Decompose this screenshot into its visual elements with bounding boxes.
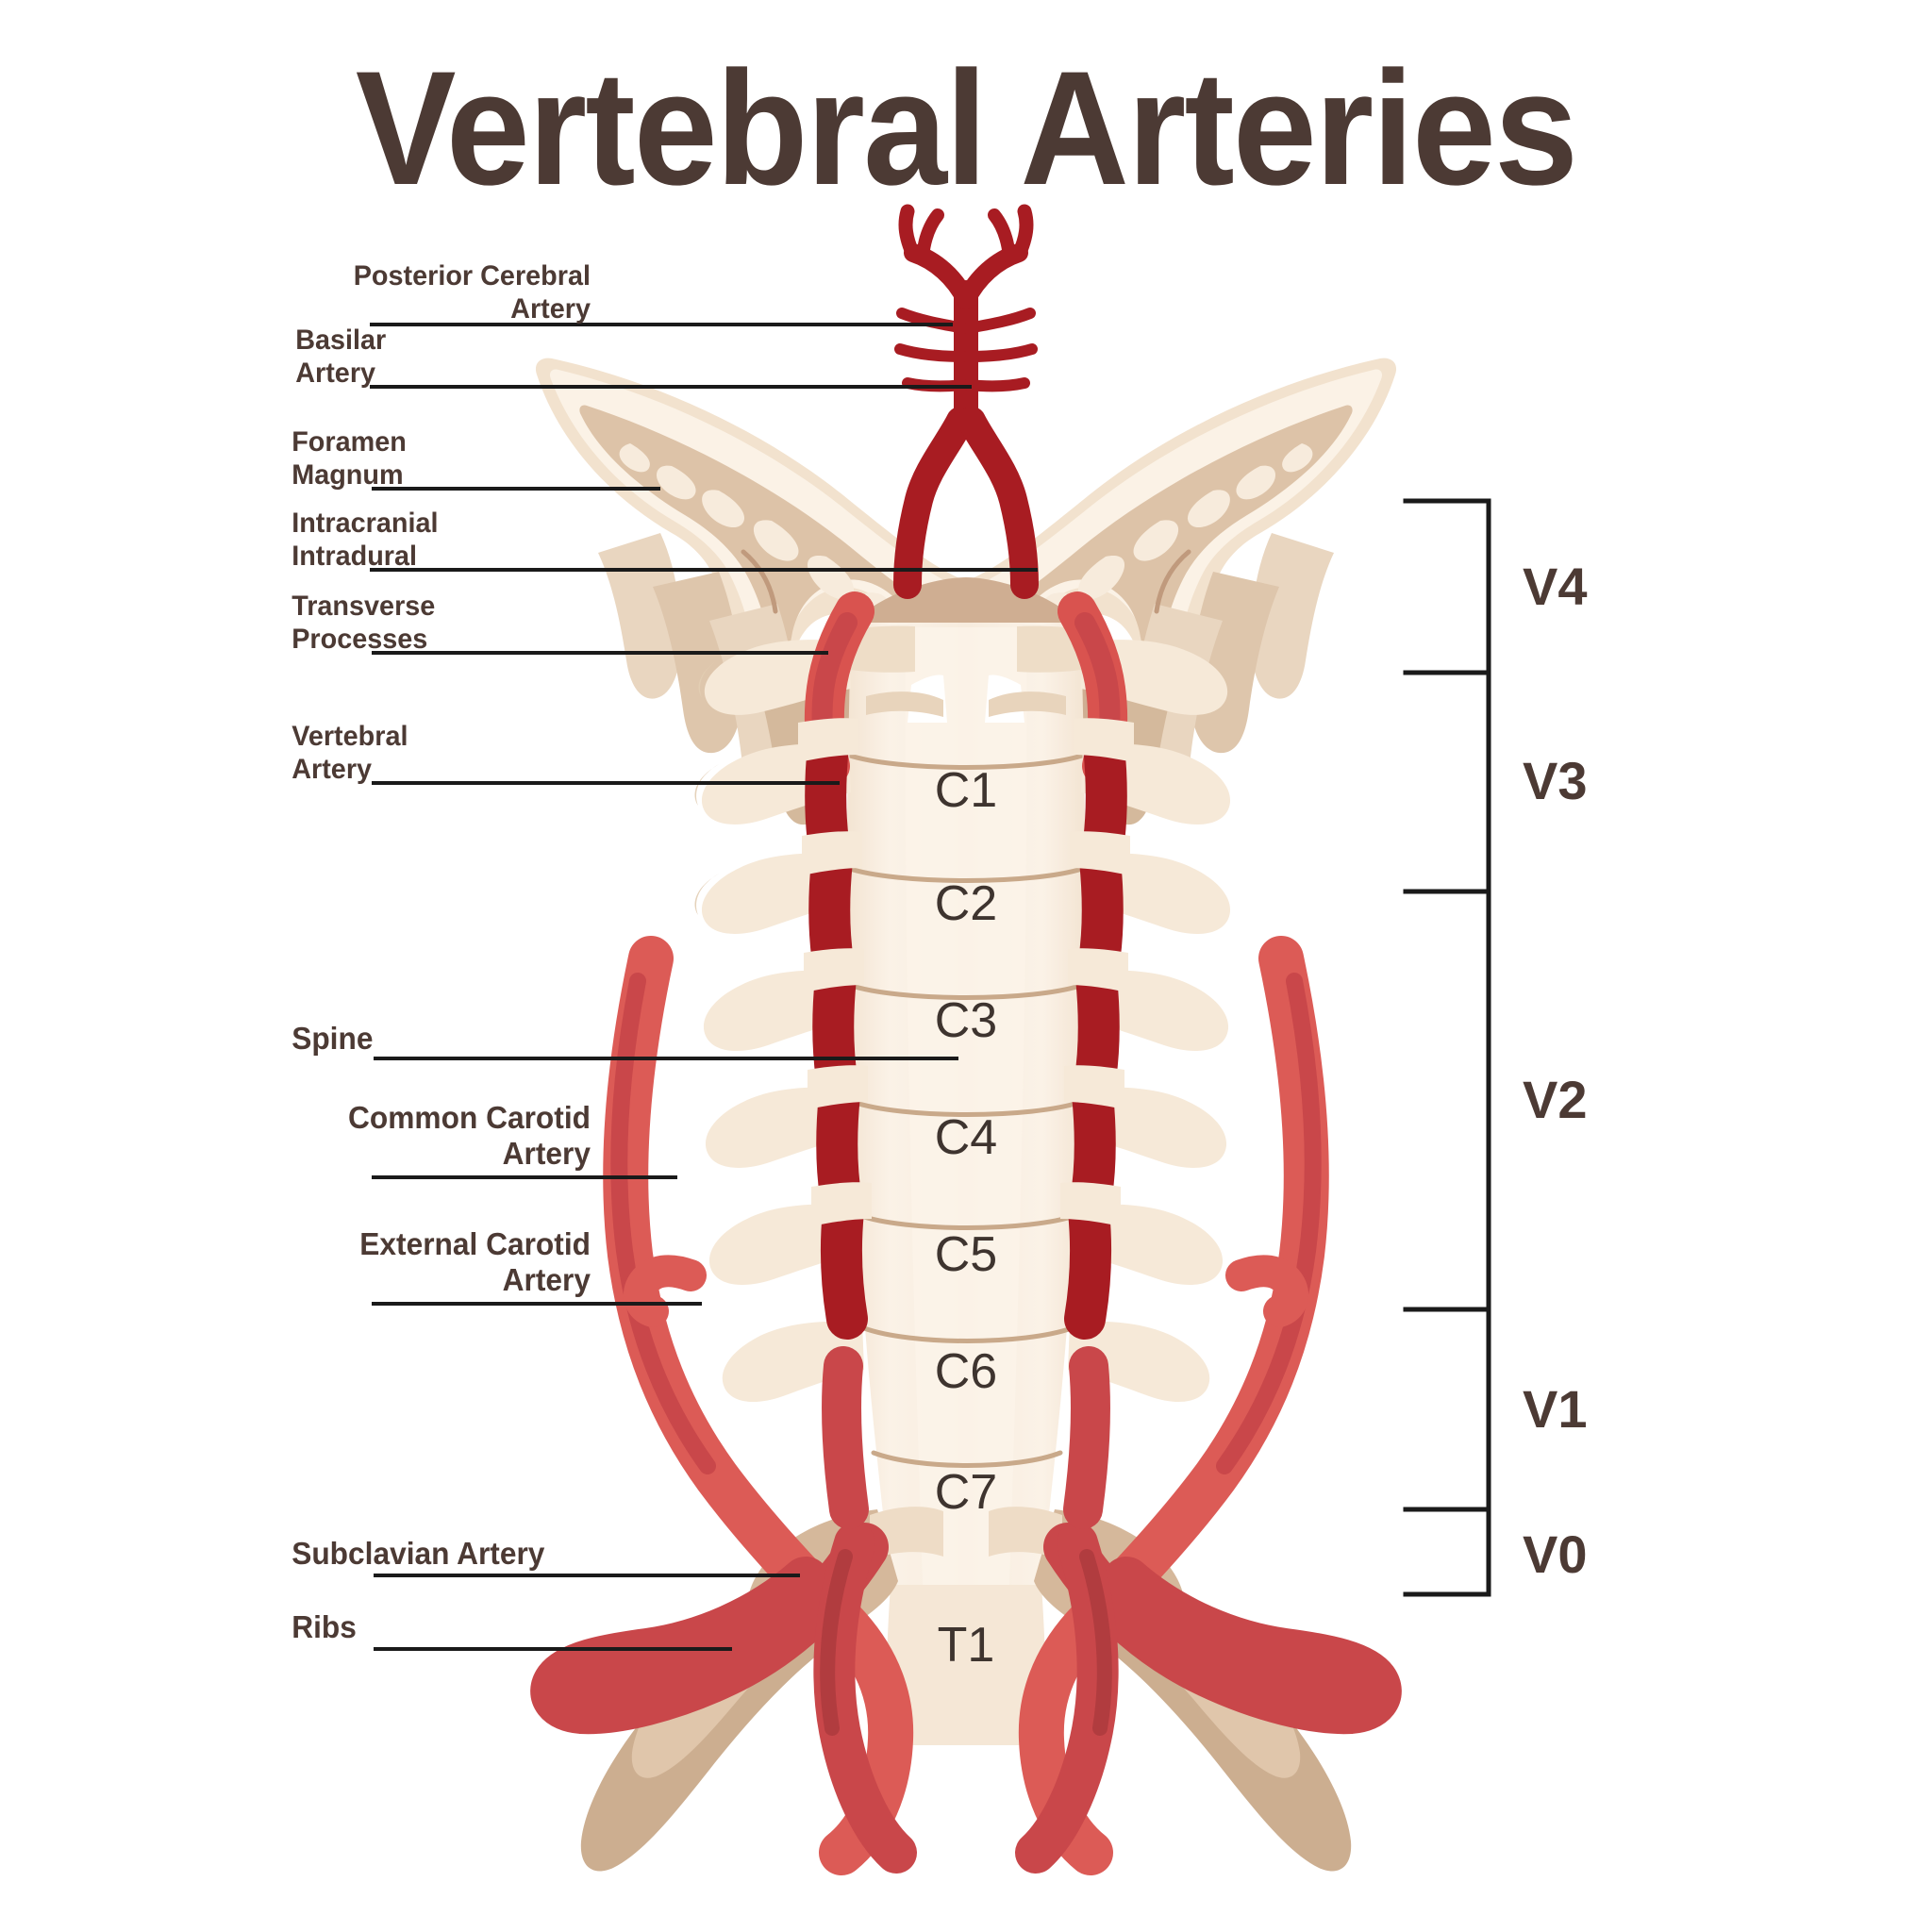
pontine-branch-r1: [962, 308, 1036, 334]
foramen-edge-r5: [1060, 1182, 1121, 1226]
foramen-edge-l4: [808, 1065, 868, 1109]
skull-groove-left: [741, 549, 778, 614]
tp-c7-right: [1068, 1321, 1210, 1403]
callout-common-carotid-artery: Common Carotid Artery: [348, 1100, 591, 1172]
callout-external-carotid-artery: External Carotid Artery: [359, 1226, 591, 1298]
skull-groove-right: [1154, 549, 1191, 614]
foramen-edge-l3: [804, 948, 864, 992]
c1-arch-left: [866, 691, 943, 717]
tp-c7-left: [722, 1321, 864, 1403]
external-carotid-right: [1225, 1255, 1309, 1327]
vertebra-label-c4: C4: [934, 1110, 998, 1165]
v4-vertebral-right: [958, 407, 1039, 599]
foramen-edge-r2: [1070, 831, 1130, 875]
v4-vertebral-left: [893, 407, 974, 599]
t1-body: [886, 1585, 1046, 1745]
va-v1-right: [1063, 1346, 1110, 1529]
external-carotid-left: [623, 1255, 707, 1327]
carotid-arteries-group: [603, 936, 1329, 1875]
pontine-branch-r3: [962, 377, 1030, 392]
pontine-branch-l1: [896, 308, 970, 334]
callout-basilar-artery: Basilar Artery: [295, 325, 387, 389]
pca-tip-right-b: [988, 208, 1016, 263]
c1-arch-right: [989, 691, 1066, 717]
callout-posterior-cerebral-artery: Posterior Cerebral Artery: [353, 260, 591, 325]
pca-tip-left-a: [898, 204, 921, 262]
foramen-edge-l1: [798, 718, 858, 762]
foramen-edge-r3: [1068, 948, 1128, 992]
foramen-edge-l2: [802, 831, 862, 875]
pca-tip-left-b: [916, 208, 944, 263]
basilar-artery-group: [893, 204, 1039, 599]
callout-foramen-magnum: Foramen Magnum: [291, 426, 407, 491]
segment-bracket-group: [1403, 498, 1491, 1597]
common-carotid-right-shade: [1216, 973, 1322, 1474]
segment-label-v1: V1: [1523, 1379, 1588, 1439]
vertebra-label-c6: C6: [934, 1344, 998, 1399]
callout-intracranial-intradural: Intracranial Intradural: [291, 508, 439, 572]
callout-transverse-processes: Transverse Processes: [291, 591, 436, 655]
foramen-edge-r1: [1074, 718, 1134, 762]
vertebra-label-c5: C5: [934, 1227, 998, 1282]
va-left-seg-c6: [820, 1191, 868, 1340]
intervertebral-disc-lines: [844, 752, 1088, 1468]
va-origin-loop-right-shade: [1079, 1549, 1112, 1736]
segment-label-v4: V4: [1523, 557, 1588, 616]
pca-tip-right-a: [1011, 204, 1034, 262]
column-highlight: [905, 627, 1027, 1585]
vertebra-label-c7: C7: [934, 1465, 998, 1520]
vertebra-label-c1: C1: [934, 763, 998, 818]
segment-label-v2: V2: [1523, 1070, 1588, 1129]
callout-vertebral-artery: Vertebral Artery: [291, 721, 408, 785]
subclavian-left: [530, 1523, 889, 1735]
va-origin-loop-left-shade: [820, 1549, 853, 1736]
vertebra-label-c2: C2: [934, 876, 998, 931]
subclavian-right: [1043, 1523, 1402, 1735]
va-right-seg-c6: [1064, 1191, 1112, 1340]
pontine-branch-r2: [962, 343, 1038, 362]
callout-ribs: Ribs: [291, 1609, 357, 1644]
page-title: Vertebral Arteries: [355, 38, 1578, 219]
common-carotid-left-shade: [610, 973, 716, 1474]
subclavian-artery-group: [530, 1346, 1402, 1874]
segment-label-v3: V3: [1523, 751, 1588, 810]
foramen-edge-l5: [811, 1182, 872, 1226]
vertebra-label-t1: T1: [937, 1618, 995, 1673]
foramen-edge-r4: [1064, 1065, 1124, 1109]
vertebra-label-c3: C3: [934, 993, 998, 1048]
pontine-branch-l2: [894, 343, 970, 362]
vertebral-artery-group: [798, 591, 1134, 1340]
callout-subclavian-artery: Subclavian Artery: [291, 1536, 545, 1571]
va-v1-left: [822, 1346, 869, 1529]
callout-spine: Spine: [291, 1021, 374, 1056]
leader-lines-group: [370, 323, 1038, 1651]
segment-label-v0: V0: [1523, 1524, 1588, 1584]
cervical-spine-group: [830, 623, 1102, 1585]
